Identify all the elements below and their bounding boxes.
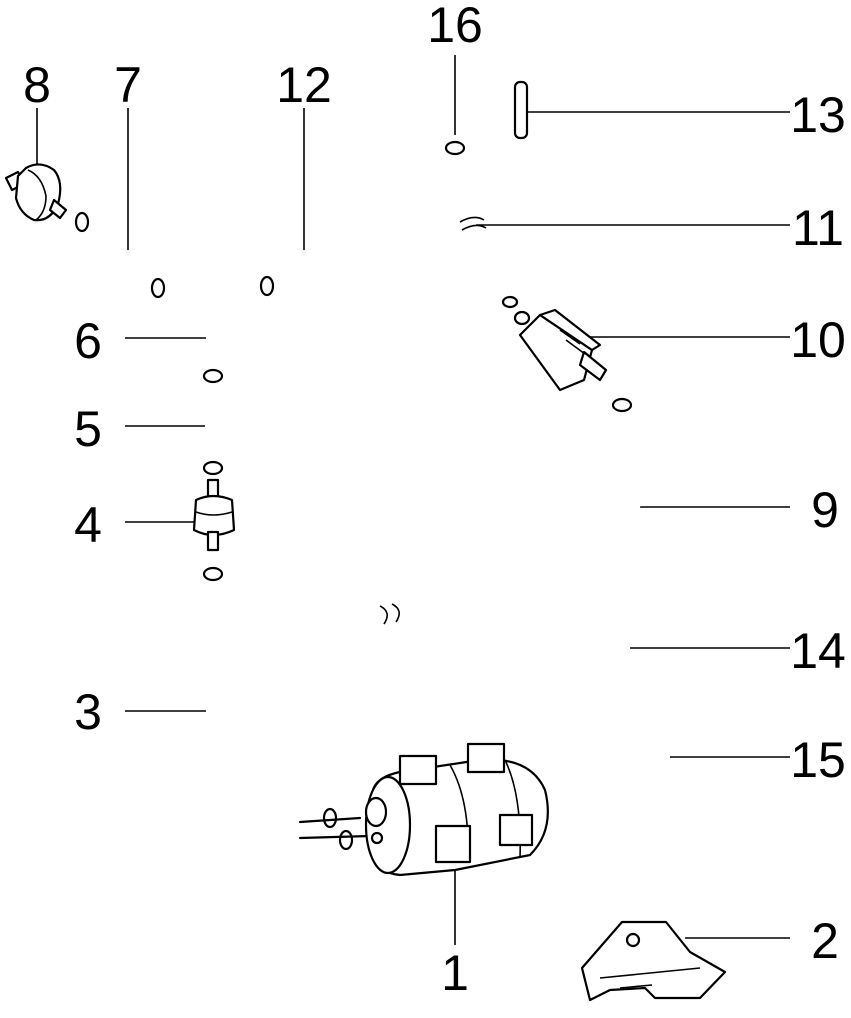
callout-5: 5	[74, 401, 102, 457]
part-8-valve	[4, 163, 68, 222]
callout-4: 4	[74, 497, 102, 553]
callout-10: 10	[790, 312, 846, 368]
part-10-valve	[518, 308, 608, 392]
part-14-hose	[568, 618, 627, 797]
part-11-tube	[452, 166, 511, 304]
callout-8: 8	[23, 57, 51, 113]
callout-14: 14	[790, 623, 846, 679]
callout-labels: 1 2 3 4 5 6 7 8 9 10 11 12 13 14 15 16	[23, 0, 846, 1001]
callout-2: 2	[811, 913, 839, 969]
part-4-inline-filter	[192, 478, 236, 552]
callout-16: 16	[427, 0, 483, 53]
callout-9: 9	[811, 482, 839, 538]
part-13-pin	[513, 80, 529, 140]
part-15-hose	[624, 686, 666, 812]
callout-6: 6	[74, 313, 102, 369]
callout-13: 13	[790, 87, 846, 143]
part-6-y-connector	[169, 294, 254, 368]
callout-11: 11	[792, 200, 844, 256]
part-9-hose	[267, 421, 643, 852]
part-3-tube	[206, 588, 257, 840]
callout-12: 12	[276, 57, 332, 113]
part-2-bracket	[580, 920, 727, 1002]
callout-1: 1	[441, 945, 469, 1001]
part-1-pump	[298, 742, 549, 877]
callout-15: 15	[790, 732, 846, 788]
callout-3: 3	[74, 684, 102, 740]
callout-7: 7	[114, 57, 142, 113]
part-12-tube	[279, 234, 346, 284]
clamps	[74, 140, 633, 851]
leader-lines	[36, 55, 790, 945]
part-7-tube	[84, 231, 154, 279]
